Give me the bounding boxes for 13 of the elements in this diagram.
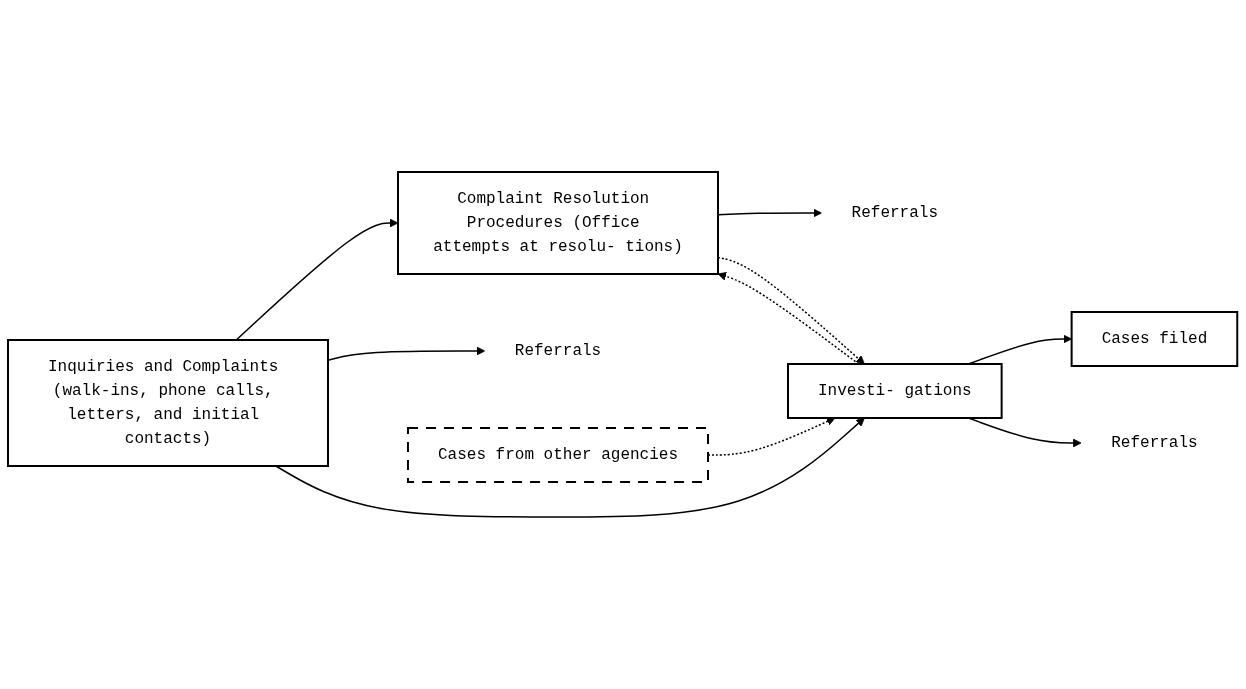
arrow — [718, 272, 860, 365]
node-box: Inquiries and Complaints (walk-ins, phone calls, letters, and initial contacts) — [7, 339, 330, 467]
arrow — [717, 256, 866, 365]
node-box: Cases filed — [1071, 311, 1239, 367]
node-box: Investi- gations — [787, 363, 1003, 419]
node-text: Referrals — [1111, 434, 1199, 452]
arrow — [275, 417, 866, 518]
arrow — [235, 218, 399, 341]
node-box: Complaint Resolution Procedures (Office attempts at resolu- tions) — [397, 171, 720, 275]
node-text: Referrals — [515, 342, 602, 360]
arrow — [968, 334, 1073, 365]
node-text: Referrals — [851, 204, 939, 222]
node-box: Cases from other agencies — [407, 427, 710, 483]
